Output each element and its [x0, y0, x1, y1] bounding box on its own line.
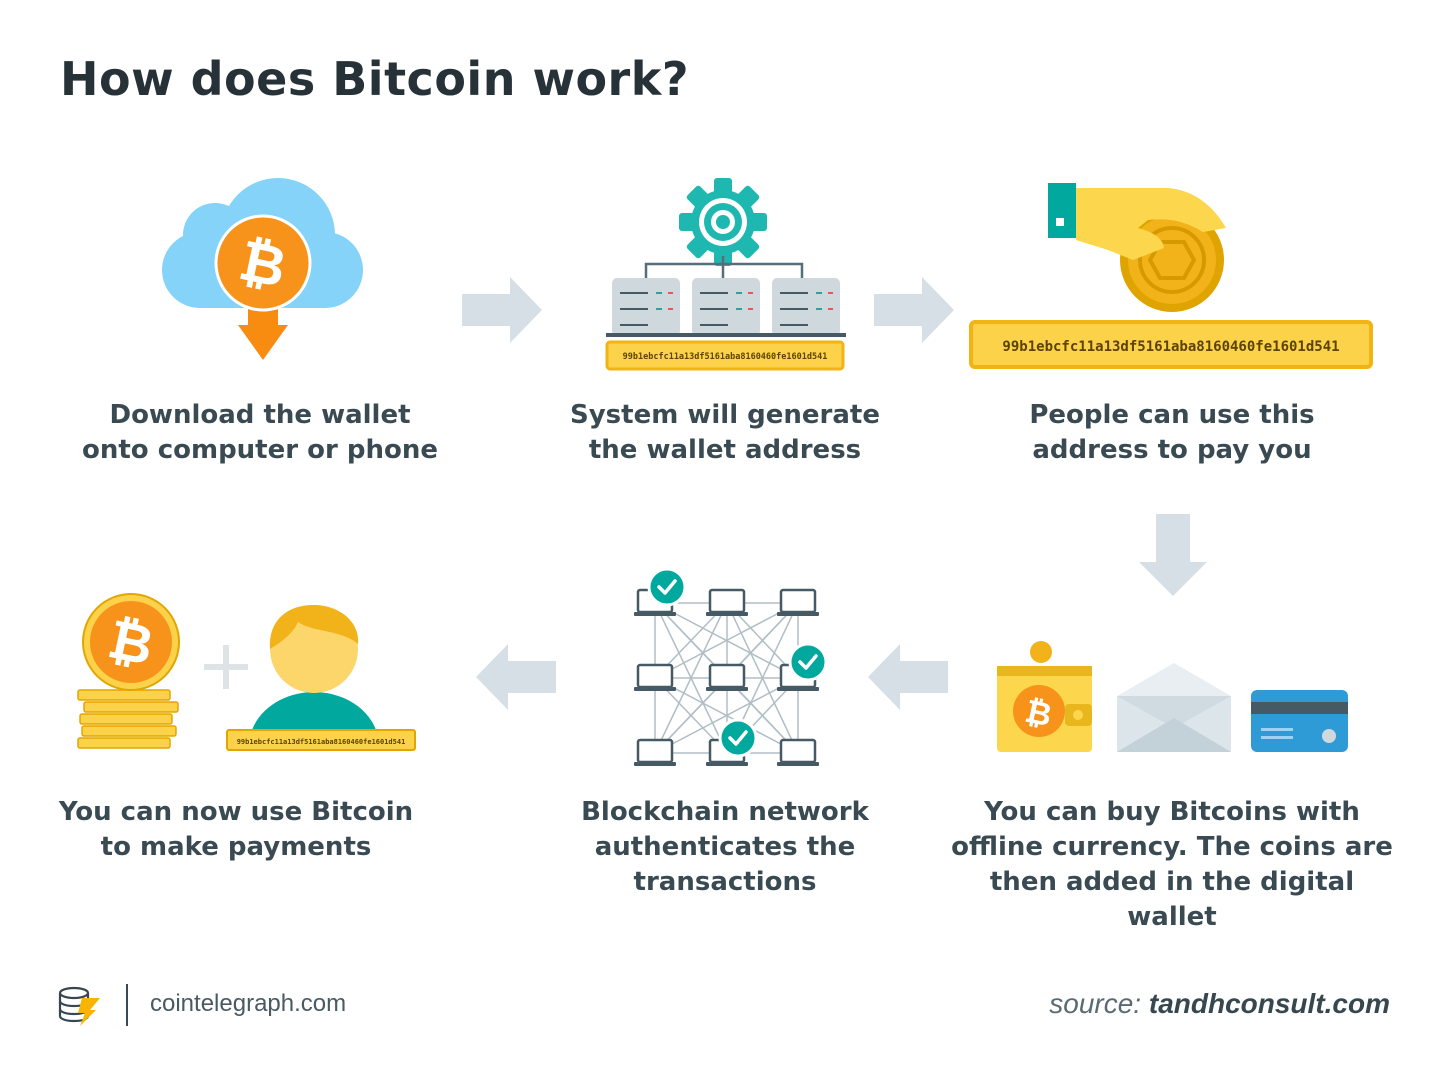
step-2-caption: System will generate the wallet address	[525, 398, 925, 468]
wallet-address-label: 99b1ebcfc11a13df5161aba8160460fe1601d541	[237, 738, 406, 746]
caption-line: to make payments	[100, 832, 372, 862]
blockchain-network-icon	[634, 567, 828, 766]
caption-line: offline currency. The coins are	[951, 832, 1393, 862]
cointelegraph-logo-icon	[58, 986, 100, 1026]
caption-line: then added in the digital	[989, 867, 1355, 897]
caption-line: Blockchain network	[581, 797, 869, 827]
source-label: source:	[1049, 988, 1142, 1019]
step-6-caption: You can now use Bitcoin to make payments	[36, 795, 436, 865]
caption-line: Download the wallet	[109, 400, 411, 430]
caption-line: address to pay you	[1032, 435, 1312, 465]
arrow-right-icon	[462, 277, 542, 343]
arrow-right-icon	[874, 277, 954, 343]
arrow-left-icon	[868, 644, 948, 710]
page-title: How does Bitcoin work?	[60, 52, 690, 106]
source-value: tandhconsult.com	[1148, 988, 1390, 1019]
footer-site-link[interactable]: cointelegraph.com	[150, 990, 347, 1017]
step-3-caption: People can use this address to pay you	[972, 398, 1372, 468]
caption-line: wallet	[1127, 902, 1217, 932]
caption-line: transactions	[633, 867, 817, 897]
caption-line: the wallet address	[588, 435, 862, 465]
wallet-address-label: 99b1ebcfc11a13df5161aba8160460fe1601d541	[1002, 339, 1339, 355]
caption-line: System will generate	[570, 400, 880, 430]
footer-divider	[126, 984, 128, 1026]
arrow-down-icon	[1139, 514, 1207, 596]
wallet-address-label: 99b1ebcfc11a13df5161aba8160460fe1601d541	[623, 352, 828, 362]
cloud-download-icon: ₿	[162, 178, 363, 360]
step-4-caption: You can buy Bitcoins with offline curren…	[942, 795, 1402, 935]
caption-line: You can buy Bitcoins with	[984, 797, 1360, 827]
hand-coin-icon: 99b1ebcfc11a13df5161aba8160460fe1601d541	[969, 183, 1373, 369]
caption-line: You can now use Bitcoin	[58, 797, 414, 827]
coins-person-icon: ₿ 99b1ebcfc11a13df5161aba8160460fe1601d5…	[77, 593, 416, 751]
wallet-envelope-card-icon: ₿	[997, 641, 1348, 752]
step-1-caption: Download the wallet onto computer or pho…	[60, 398, 460, 468]
server-gear-icon: 99b1ebcfc11a13df5161aba8160460fe1601d541	[605, 178, 846, 371]
footer-source: source: tandhconsult.com	[1049, 988, 1390, 1020]
caption-line: onto computer or phone	[81, 435, 438, 465]
caption-line: authenticates the	[594, 832, 856, 862]
arrow-left-icon	[476, 644, 556, 710]
step-5-caption: Blockchain network authenticates the tra…	[525, 795, 925, 900]
caption-line: People can use this	[1029, 400, 1315, 430]
